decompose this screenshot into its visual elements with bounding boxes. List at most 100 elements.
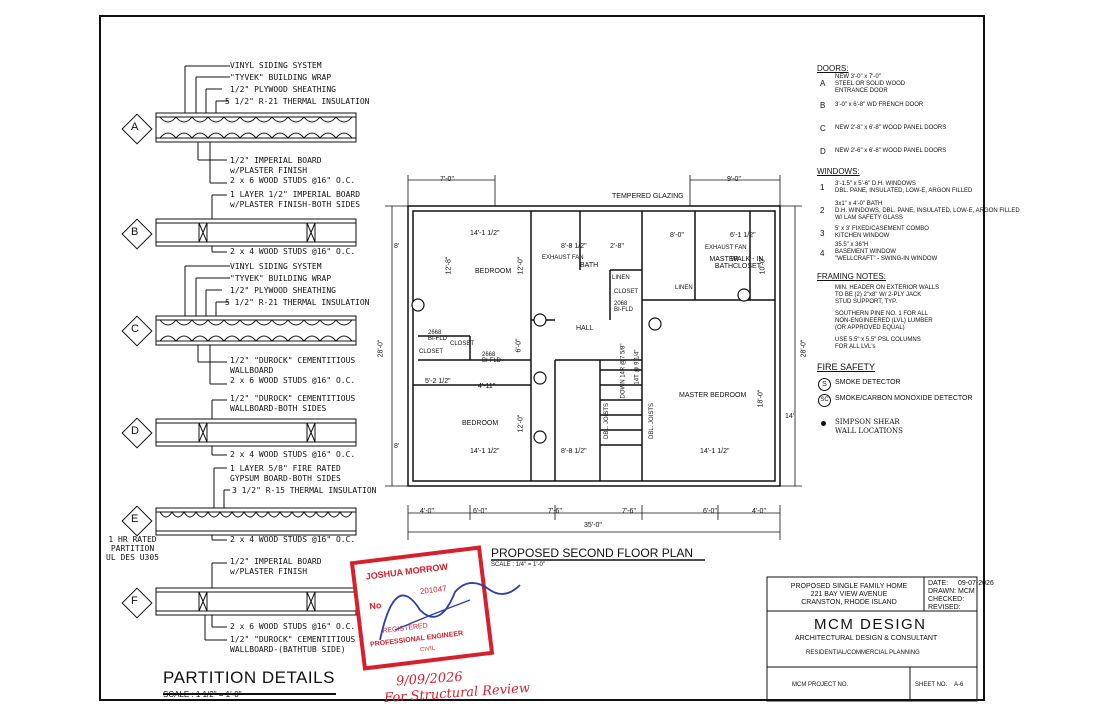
detail-b-label: B [131, 226, 139, 238]
dim-inner-10: 4'-11" [478, 383, 496, 390]
room-master-bath: MASTER BATH [709, 256, 739, 270]
dim-inner-5: 2'-8" [610, 243, 624, 250]
co-detector-icon: SC [818, 394, 831, 407]
fire-safety-heading: FIRE SAFETY [817, 362, 876, 372]
title-block-lines [766, 576, 978, 702]
framing-notes-heading: FRAMING NOTES: [817, 272, 886, 281]
dim-inner-2: 12'-8" [445, 256, 453, 275]
dim-inner-1: 14'-1 1/2" [470, 230, 500, 237]
smoke-detector-label: SMOKE DETECTOR [835, 379, 901, 386]
dim-bottom-2: 6'-0" [473, 508, 487, 515]
detail-d-label: D [131, 425, 139, 437]
tempered-glazing-label: TEMPERED GLAZING [612, 193, 684, 200]
room-bedroom-south: BEDROOM [462, 420, 499, 427]
dim-top-right: 9'-0" [727, 176, 741, 183]
dbl-joists-1: DBL. JOISTS [604, 402, 611, 440]
drawing-sheet-border [99, 15, 985, 701]
wall-section-c [155, 265, 357, 385]
partition-details-title: PARTITION DETAILS [163, 668, 335, 687]
stamp-name: JOSHUA MORROW [365, 561, 449, 582]
detail-f-studs: 2 x 6 WOOD STUDS @16" O.C. [230, 622, 356, 631]
dim-left-lower: 8' [394, 443, 400, 450]
bifold-1: 2668 BI-FLD [428, 330, 448, 342]
exhaust-fan-label-2: EXHAUST FAN [705, 245, 747, 251]
title-labels: DATE:DRAWN:CHECKED:REVISED: [928, 580, 965, 611]
detail-e-studs: 2 x 4 WOOD STUDS @16" O.C. [230, 535, 356, 544]
doors-heading: DOORS: [817, 64, 849, 73]
window-tag-3: 3 [820, 229, 825, 238]
detail-b-studs: 2 x 4 WOOD STUDS @16" O.C. [230, 247, 356, 256]
stamp-no: No [368, 599, 382, 612]
room-closet-1: CLOSET [450, 341, 475, 347]
dim-bottom-3: 7'-6" [548, 508, 562, 515]
floor-plan-title: PROPOSED SECOND FLOOR PLAN [491, 546, 694, 560]
detail-a-label: A [131, 121, 139, 133]
door-b-text: 3'-0" x 6'-8" WD FRENCH DOOR [835, 102, 924, 108]
bifold-3: 2068 BI-FLD [614, 301, 634, 313]
room-closet-3: CLOSET [614, 289, 639, 295]
room-linen-2: LINEN [675, 285, 693, 291]
stamp-number: 201047 [419, 583, 448, 597]
sheet-no-label: SHEET NO. [915, 682, 948, 688]
dim-right-lower: 14' [785, 413, 795, 420]
room-bedroom-north: BEDROOM [475, 268, 512, 275]
firm-name: MCM DESIGN [814, 616, 927, 633]
window-tag-1: 1 [820, 183, 825, 192]
bifold-2: 2668 BI-FLD [482, 352, 502, 364]
partition-details-scale: SCALE : 1 1/2" = 1'-0" [163, 690, 242, 699]
firm-subtitle-2: RESIDENTIAL/COMMERCIAL PLANNING [806, 650, 920, 656]
windows-heading: WINDOWS: [817, 167, 860, 176]
wall-section-f [155, 562, 357, 641]
detail-c-notes: VINYL SIDING SYSTEM"TYVEK" BUILDING WRAP… [225, 262, 370, 307]
dim-bottom-6: 4'-0" [752, 508, 766, 515]
engineer-stamp: JOSHUA MORROW No 201047 REGISTERED PROFE… [349, 545, 495, 671]
dim-inner-4: 8'-8 1/2" [561, 243, 587, 250]
dim-inner-11: 6'-0" [515, 338, 523, 353]
door-tag-b: B [820, 101, 826, 110]
dim-inner-7: 6'-1 1/2" [730, 232, 756, 239]
wall-section-b [155, 194, 357, 253]
dim-inner-8: 10'-0" [759, 256, 767, 275]
shear-wall-icon [821, 421, 826, 426]
room-linen-1: LINEN [612, 275, 630, 281]
dim-inner-15: 14'-1 1/2" [700, 448, 730, 455]
wall-section-d [155, 399, 357, 456]
dim-bottom-1: 4'-0" [420, 508, 434, 515]
dim-inner-14: 8'-8 1/2" [561, 448, 587, 455]
door-d-text: NEW 2'-6" x 6'-8" WOOD PANEL DOORS [835, 148, 947, 154]
wall-section-e [155, 467, 357, 541]
detail-a-notes: VINYL SIDING SYSTEM"TYVEK" BUILDING WRAP… [225, 61, 370, 106]
dim-total-width: 35'-0" [584, 522, 602, 529]
dim-bottom-5: 6'-0" [703, 508, 717, 515]
exhaust-fan-label-1: EXHAUST FAN [542, 255, 584, 261]
dim-inner-13: 14'-1 1/2" [470, 448, 500, 455]
stamp-registered: REGISTERED [382, 622, 429, 635]
floor-plan-scale: SCALE : 1/4" = 1'-0" [491, 562, 545, 568]
room-bath: BATH [580, 262, 599, 269]
detail-e-insulation: 3 1/2" R-15 THERMAL INSULATION [232, 486, 377, 495]
window-tag-4: 4 [820, 249, 825, 258]
stamp-civil: CIVIL [419, 645, 436, 654]
room-walk-in-closet: WALK - IN CLOSET [730, 256, 764, 270]
detail-e-label: E [131, 513, 139, 525]
dim-left-total: 28'-0" [377, 339, 385, 358]
firm-subtitle: ARCHITECTURAL DESIGN & CONSULTANT [795, 635, 938, 642]
detail-f-label: F [131, 595, 138, 607]
stair-tread-note: 14T @ 9 1/4" [634, 349, 641, 385]
dim-inner-6: 8'-0" [670, 232, 684, 239]
